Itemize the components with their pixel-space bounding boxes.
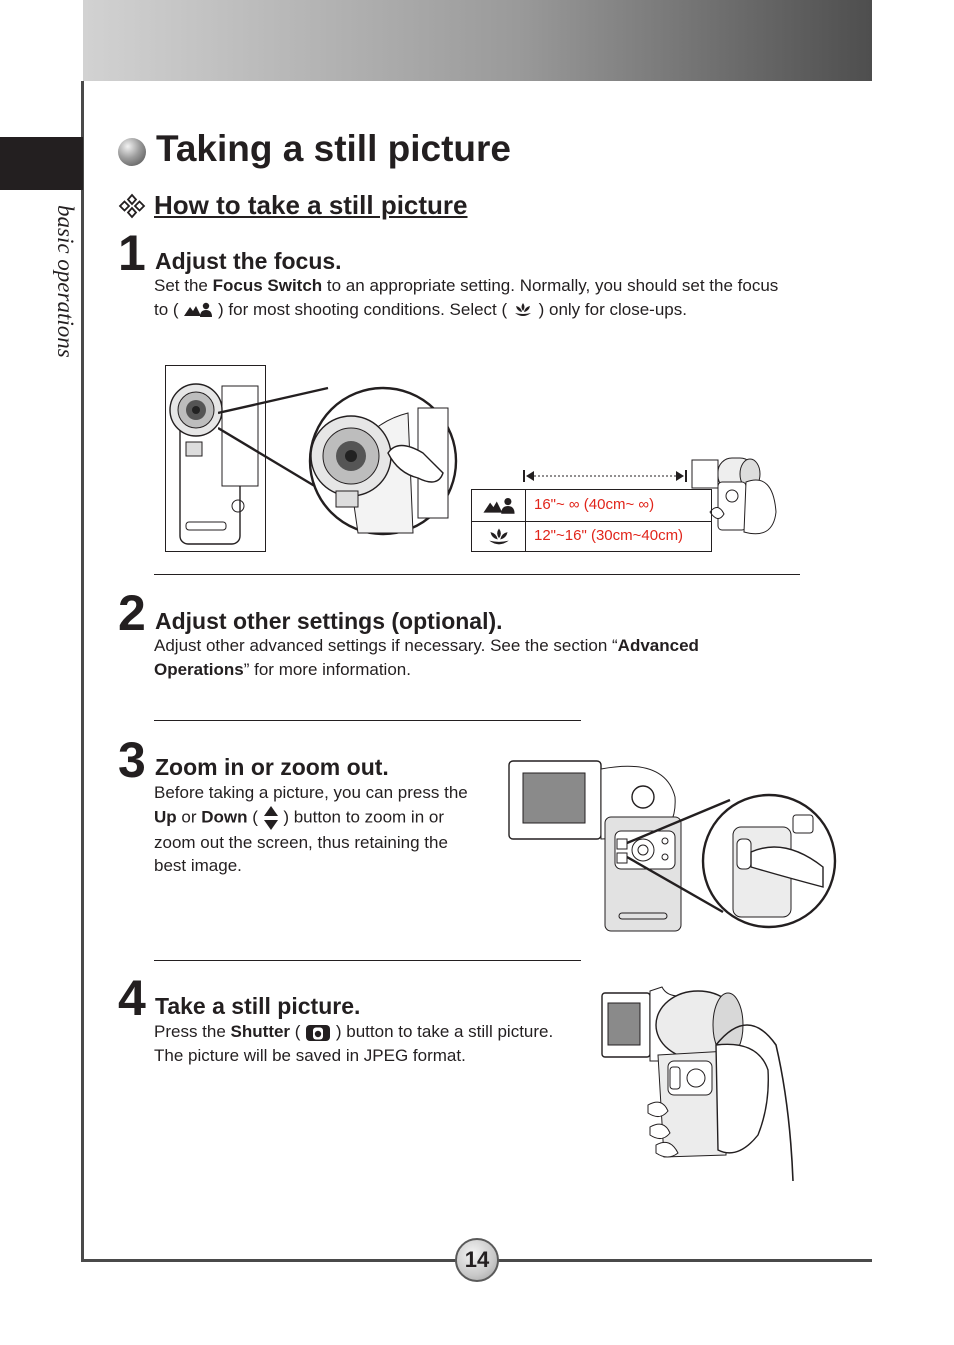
title-bullet-icon bbox=[118, 138, 146, 166]
step-number: 4 bbox=[118, 970, 146, 1026]
macro-flower-icon bbox=[489, 528, 509, 545]
zoom-button-illustration bbox=[508, 760, 837, 932]
step-divider bbox=[154, 574, 800, 575]
step-heading: Zoom in or zoom out. bbox=[155, 754, 389, 780]
page-title: Taking a still picture bbox=[156, 128, 512, 169]
page-number: 14 bbox=[455, 1238, 499, 1282]
section-label-text: basic operations bbox=[53, 205, 78, 358]
section-label: basic operations bbox=[48, 205, 88, 385]
camera-front-frame bbox=[165, 365, 266, 552]
step-number: 3 bbox=[118, 732, 146, 788]
section-subtitle: How to take a still picture bbox=[154, 190, 468, 220]
distance-arrow bbox=[523, 470, 687, 482]
step-text: Set the Focus Switch to an appropriate s… bbox=[154, 276, 779, 319]
camera-shutter-icon bbox=[306, 1024, 331, 1041]
step-text: Before taking a picture, you can press t… bbox=[154, 783, 468, 875]
focus-range-normal: 16"~ ∞ (40cm~ ∞) bbox=[534, 496, 655, 513]
camera-side-illustration bbox=[691, 457, 777, 535]
step-heading: Adjust the focus. bbox=[155, 248, 342, 274]
step-heading: Adjust other settings (optional). bbox=[155, 608, 503, 634]
focus-range-macro: 12"~16" (30cm~40cm) bbox=[534, 527, 684, 544]
up-down-arrow-icon bbox=[263, 805, 278, 830]
step-number: 1 bbox=[118, 225, 146, 281]
landscape-portrait-icon bbox=[184, 302, 213, 318]
step-number: 2 bbox=[118, 585, 146, 641]
focus-zoom-illustration bbox=[218, 386, 458, 536]
table-row: 16"~ ∞ (40cm~ ∞) bbox=[472, 490, 711, 522]
macro-flower-icon bbox=[514, 303, 531, 317]
step-heading: Take a still picture. bbox=[155, 993, 361, 1019]
step-divider bbox=[154, 720, 581, 721]
camera-front-illustration bbox=[169, 383, 259, 545]
step-text: Adjust other advanced settings if necess… bbox=[154, 636, 699, 679]
step-divider bbox=[154, 960, 581, 961]
landscape-portrait-icon bbox=[483, 498, 515, 514]
header-gradient-band bbox=[83, 0, 872, 81]
focus-range-table: 16"~ ∞ (40cm~ ∞) 12"~16" (30cm~40cm) bbox=[471, 489, 712, 552]
section-tab bbox=[0, 137, 83, 190]
diamond-cluster-icon bbox=[118, 193, 146, 219]
left-margin-rule bbox=[81, 81, 84, 1262]
hand-holding-camera-illustration bbox=[601, 986, 794, 1182]
table-row: 12"~16" (30cm~40cm) bbox=[472, 521, 711, 552]
step-text: Press the Shutter ( ) button to take a s… bbox=[154, 1022, 554, 1065]
